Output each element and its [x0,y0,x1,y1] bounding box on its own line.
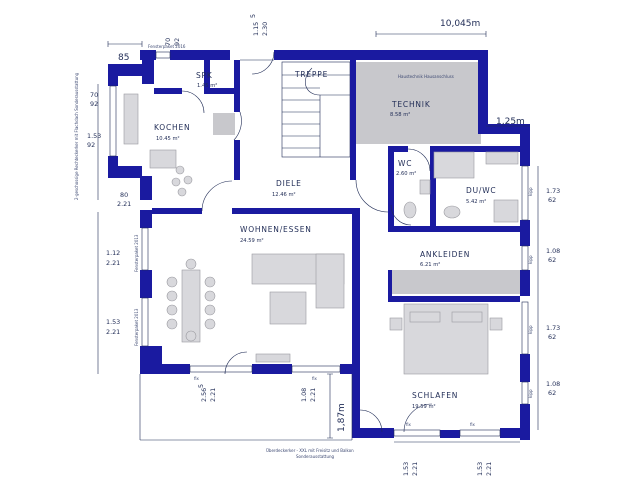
dim-bottom-4-bottom: 2.21 [485,462,493,476]
dim-right-2-bottom: 62 [548,256,556,264]
dim-left-4-bottom: 2.21 [106,259,120,267]
dim-right-2-top: 1.08 [546,247,560,255]
dim-top-entry-bottom: 2.30 [261,22,269,36]
note-bottom-1: Überdeckerker - XXL mit Freisitz und Bal… [266,448,354,453]
door-swings [181,51,433,433]
dim-left-2-bottom: 92 [87,141,95,149]
note-bottom-2: Sonderausstattung [296,454,335,459]
technik-room-fill [353,62,481,144]
staircase [281,61,351,158]
room-label-kochen: KOCHEN [154,123,190,132]
dim-bottom-2-top: 1.08 [300,388,308,402]
room-label-schlafen: SCHLAFEN [412,391,458,400]
room-label-wc: WC [398,159,412,168]
dim-bottom-depth: 1,87m [337,403,347,432]
room-area-spk: 1.45 m² [197,83,217,89]
dim-left-5-bottom: 2.21 [106,328,120,336]
grey-areas [213,62,520,294]
room-area-wc: 2.60 m² [396,171,416,177]
room-label-treppe: TREPPE [294,70,328,79]
room-label-technik: TECHNIK [391,100,431,109]
room-area-schlafen: 19.59 m² [412,404,436,410]
note-kipp-3: kipp [528,325,533,334]
dim-bottom-2-bottom: 2.21 [309,388,317,402]
note-kipp-2: kipp [528,255,533,264]
dim-top-entry-sup: 5 [249,14,257,18]
room-area-kochen: 10.45 m² [156,136,180,142]
dim-right-4-top: 1.08 [546,380,560,388]
dim-bottom-1: 2.56 5 2.21 [197,384,217,402]
room-label-duwc: DU/WC [466,186,496,195]
note-fensterpaket-left1: Fensterpaket 2013 [134,234,139,272]
dim-right-3-bottom: 62 [548,333,556,341]
room-labels: SPK 1.45 m² KOCHEN 10.45 m² TREPPE TECHN… [154,70,496,410]
room-label-ankleiden: ANKLEIDEN [420,250,470,259]
note-fensterpaket-top: Fensterpaket 2016 [148,44,186,49]
dim-top-entry-top: 1.15 [252,22,260,36]
dim-left-2-top: 1.53 [87,132,101,140]
room-area-duwc: 5.42 m² [466,199,486,205]
dim-bottom-2: 1.08 2.21 [300,388,317,402]
dim-left-1-bottom: 92 [90,100,98,108]
note-kipp-4: kipp [528,389,533,398]
note-fix-3: fix [406,422,412,427]
dim-bottom-1-sup: 5 [197,384,205,388]
dim-left-5-top: 1.53 [106,318,120,326]
wardrobe-fill [392,270,520,294]
dimension-labels: 10,045m 1,25m 85 1,87m 1.15 5 2.30 70 92… [87,14,560,476]
dim-right-1-bottom: 62 [548,196,556,204]
note-technik: Haustechnik Hausanschluss [398,74,454,79]
walls [108,50,530,440]
dim-bottom-1-bottom: 2.21 [209,388,217,402]
windows [109,51,529,437]
note-fix-1: fix [194,376,200,381]
room-area-ankleiden: 6.21 m² [420,262,440,268]
dim-right-3-top: 1.73 [546,324,560,332]
dim-left-1-top: 70 [90,91,98,99]
dim-left-3-top: 80 [120,191,128,199]
room-label-wohnen: WOHNEN/ESSEN [240,225,312,234]
dim-bottom-1-top: 2.56 [200,388,208,402]
room-label-spk: SPK [196,71,213,80]
note-left-vertical: 2-geschossige Rechteckerker mit Flachdac… [74,72,79,200]
dim-right-1-top: 1.73 [546,187,560,195]
dim-overall-width: 10,045m [440,19,480,29]
dim-top-window: 70 92 [164,38,181,46]
dim-left-4-top: 1.12 [106,249,120,257]
dim-left-3-bottom: 2.21 [117,200,131,208]
room-label-diele: DIELE [276,179,302,188]
dimension-lines [97,31,539,443]
room-area-wohnen: 24.59 m² [240,238,264,244]
note-fix-2: fix [312,376,318,381]
furniture [123,93,519,375]
dim-bottom-3-bottom: 2.21 [411,462,419,476]
dim-bottom-4-top: 1.53 [476,462,484,476]
kitchen-counter [213,113,235,135]
room-area-technik: 8.58 m² [390,112,410,118]
dim-bottom-3-top: 1.53 [402,462,410,476]
dim-right-4-bottom: 62 [548,389,556,397]
note-fensterpaket-left2: Fensterpaket 2013 [134,308,139,346]
room-area-diele: 12.46 m² [272,192,296,198]
note-fix-4: fix [470,422,476,427]
dim-offset-left: 85 [118,53,129,63]
note-kipp-1: kipp [528,187,533,196]
dim-top-entry: 1.15 5 2.30 [249,14,269,36]
annotations: Fensterpaket 2016 2-geschossige Rechteck… [74,44,533,459]
dim-bottom-4: 1.53 2.21 [476,462,493,476]
dim-top-window-bottom: 92 [173,38,181,46]
dim-bottom-3: 1.53 2.21 [402,462,419,476]
dim-offset-right: 1,25m [496,117,525,127]
dim-top-window-top: 70 [164,38,172,46]
